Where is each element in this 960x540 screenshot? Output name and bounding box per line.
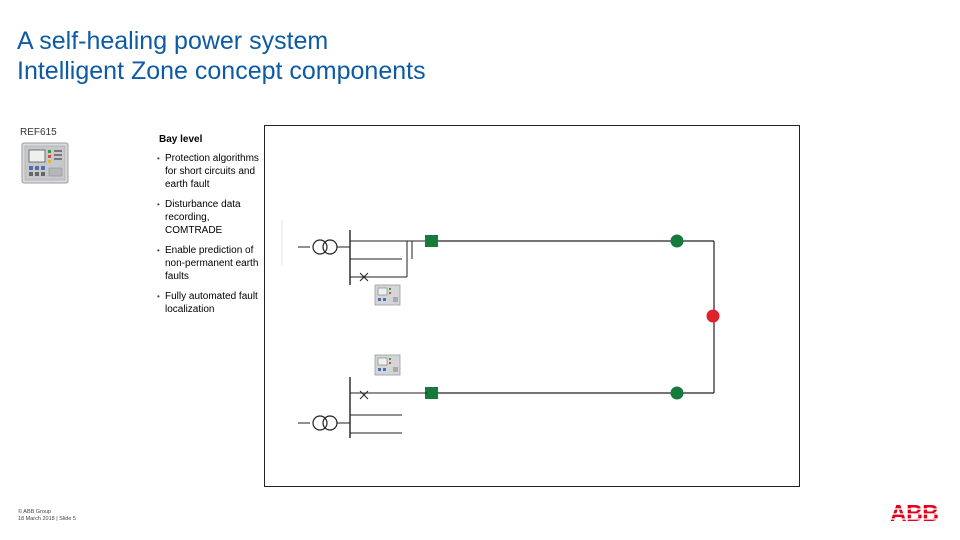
network-diagram	[281, 220, 720, 438]
title-line-2: Intelligent Zone concept components	[17, 57, 426, 85]
diagram-frame	[264, 125, 800, 487]
list-item: Enable prediction of non-permanent earth…	[157, 244, 265, 283]
device-label: REF615	[20, 127, 57, 138]
logo-text: ABB	[890, 502, 938, 524]
abb-logo-icon: ABB	[890, 502, 942, 524]
recloser-top-icon	[670, 234, 684, 248]
relay-unit-top-icon	[374, 284, 401, 306]
recloser-bottom-icon	[670, 386, 684, 400]
fault-node-icon	[706, 309, 720, 323]
footer-date-slide: 18 March 2018 | Slide 5	[18, 516, 76, 522]
title-line-1: A self-healing power system	[17, 27, 329, 55]
breaker-closed-bottom-icon	[425, 387, 438, 399]
list-item: Fully automated fault localization	[157, 290, 265, 316]
breaker-closed-top-icon	[425, 235, 438, 247]
bullet-text: Fully automated fault localization	[165, 291, 258, 315]
list-item: Disturbance data recording, COMTRADE	[157, 198, 265, 237]
slide-title: A self-healing power system Intelligent …	[17, 26, 426, 86]
slide-footer: © ABB Group 18 March 2018 | Slide 5	[18, 509, 76, 523]
bullet-text: Protection algorithms for short circuits…	[165, 153, 259, 190]
relay-unit-bottom-icon	[374, 354, 401, 376]
bay-feature-list: Protection algorithms for short circuits…	[157, 152, 265, 323]
relay-device-icon	[21, 142, 69, 184]
open-switch-bottom-icon	[359, 390, 369, 400]
transformer-bottom-icon	[298, 415, 350, 431]
bullet-text: Enable prediction of non-permanent earth…	[165, 245, 259, 282]
transformer-top-icon	[298, 239, 350, 255]
open-switch-top-icon	[359, 272, 369, 282]
bullet-text: Disturbance data recording, COMTRADE	[165, 199, 241, 236]
bay-level-heading: Bay level	[159, 134, 203, 145]
footer-copyright: © ABB Group	[18, 509, 52, 515]
list-item: Protection algorithms for short circuits…	[157, 152, 265, 191]
